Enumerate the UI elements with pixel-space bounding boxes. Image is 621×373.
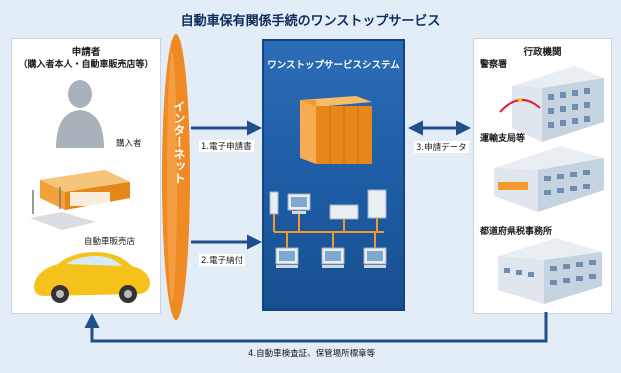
buyer-label: 購入者 [116,139,142,149]
tax-office-label: 都道府県税事務所 [480,227,553,237]
tax-office-icon [498,238,602,304]
flow-label-certificate: 4.自動車検査証、保管場所標章等 [246,347,378,359]
system-title: ワンストップサービスシステム [267,60,400,71]
admin-heading: 行政機関 [523,47,562,58]
buyer-icon [56,80,104,148]
network-lines [273,214,384,248]
flow-label-e-payment: 2.電子納付 [199,254,246,266]
dealer-shop-icon [30,170,130,230]
police-station-icon [499,66,604,142]
network-equipment-icon [269,189,387,220]
terminal-icons [275,247,387,268]
arrow-certificate [84,312,548,343]
flow-label-e-application: 1.電子申請書 [199,140,254,152]
internet-band [162,34,190,320]
applicant-subheading: （購入者本人・自動車販売店等） [18,60,154,70]
flow-label-application-data: 3.申請データ [414,141,469,153]
transport-bureau-label: 運輸支局等 [480,134,526,144]
diagram-title: 自動車保有関係手続のワンストップサービス [180,14,441,29]
transport-bureau-icon [494,146,604,212]
dealer-label: 自動車販売店 [84,237,136,247]
police-label: 警察署 [480,60,508,70]
applicant-heading: 申請者 [71,47,101,58]
internet-label: インターネット [172,100,186,184]
car-icon [34,252,150,303]
server-rack-icon [300,96,372,164]
